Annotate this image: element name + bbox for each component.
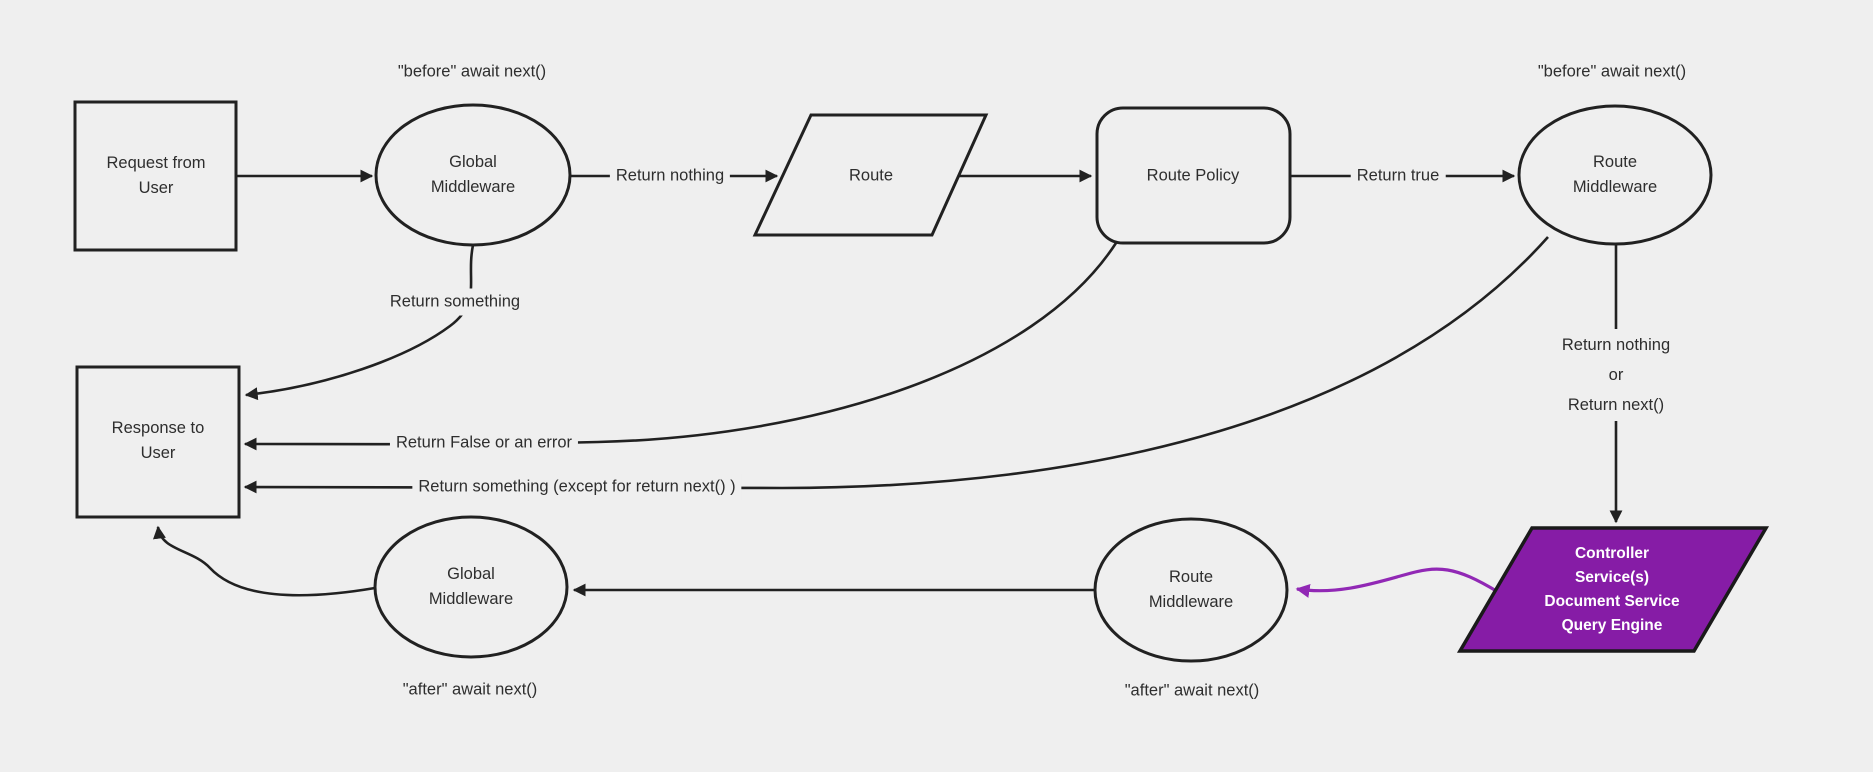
global-middleware-top-node <box>374 103 572 247</box>
request-from-user-node <box>73 100 238 252</box>
global-middleware-bottom-node <box>373 515 569 659</box>
response-to-user-node <box>75 365 241 519</box>
return-true-edge-label: Return true <box>1350 162 1446 190</box>
route-middleware-bottom-node <box>1093 517 1289 663</box>
before-await-next-right-annotation: "before" await next() <box>1537 62 1687 81</box>
return-false-or-error-edge-label: Return False or an error <box>389 429 579 457</box>
return-nothing-edge-label: Return nothing <box>609 162 731 190</box>
route-middleware-top-node <box>1517 104 1713 246</box>
edge-route-policy-to-response <box>243 242 1118 451</box>
return-something-edge-label: Return something <box>383 288 527 316</box>
edge-global-middleware-bottom-to-response <box>153 525 376 597</box>
before-await-next-left-annotation: "before" await next() <box>397 62 547 81</box>
route-policy-node <box>1095 106 1292 245</box>
edge-global-middleware-to-response <box>244 244 475 401</box>
after-await-next-right-annotation: "after" await next() <box>1124 681 1260 700</box>
route-node <box>752 113 989 237</box>
return-nothing-or-next-edge-label: Return nothing or Return next() <box>1555 329 1677 421</box>
return-something-except-edge-label: Return something (except for return next… <box>412 473 742 501</box>
edge-controller-to-route-middleware-bottom <box>1295 567 1499 598</box>
after-await-next-left-annotation: "after" await next() <box>402 680 538 699</box>
controller-services-node <box>1456 526 1770 653</box>
